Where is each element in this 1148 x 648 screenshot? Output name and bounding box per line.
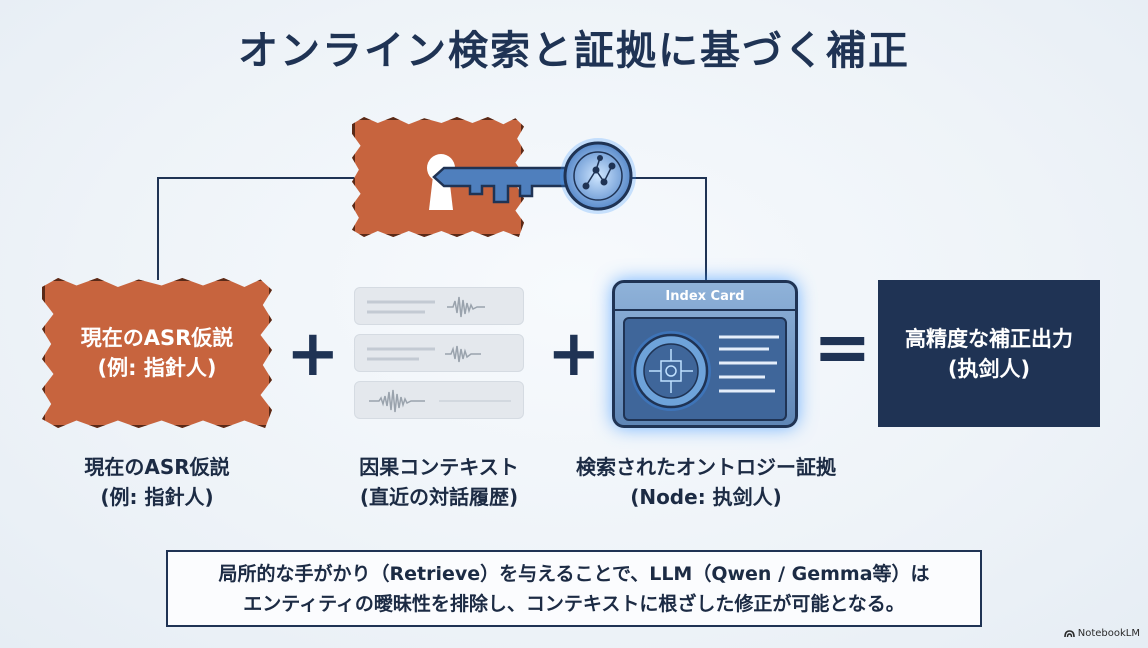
brand-label: NotebookLM xyxy=(1077,628,1140,639)
waveform-icon xyxy=(367,296,485,318)
caption-asr-line2: (例: 指針人) xyxy=(100,485,214,509)
key-icon xyxy=(432,138,636,214)
explanation-note: 局所的な手がかり（Retrieve）を与えることで、LLM（Qwen / Gem… xyxy=(166,550,982,627)
index-card: Index Card xyxy=(612,280,798,428)
caption-asr-line1: 現在のASR仮説 xyxy=(84,455,230,479)
waveform-icon xyxy=(367,345,481,363)
context-card-2 xyxy=(354,334,524,372)
index-card-header: Index Card xyxy=(615,283,795,311)
brand-watermark: NotebookLM xyxy=(1063,628,1140,639)
caption-context: 因果コンテキスト (直近の対話履歴) xyxy=(334,452,544,512)
asr-stamp-line1: 現在のASR仮説 xyxy=(80,326,234,350)
caption-ontology: 検索されたオントロジー証拠 (Node: 执剑人) xyxy=(556,452,856,512)
corrected-output-box: 高精度な補正出力 (执剑人) xyxy=(878,280,1100,427)
context-card-3 xyxy=(354,381,524,419)
notebooklm-logo-icon xyxy=(1063,630,1075,638)
asr-hypothesis-stamp: 現在のASR仮説 (例: 指針人) xyxy=(42,278,272,428)
network-circle-icon xyxy=(631,331,779,411)
index-card-body xyxy=(623,317,787,421)
caption-ontology-line1: 検索されたオントロジー証拠 xyxy=(576,455,836,479)
context-card-1 xyxy=(354,287,524,325)
note-line1: 局所的な手がかり（Retrieve）を与えることで、LLM（Qwen / Gem… xyxy=(218,562,930,585)
asr-stamp-line2: (例: 指針人) xyxy=(97,356,217,380)
waveform-icon xyxy=(369,389,511,413)
note-line2: エンティティの曖昧性を排除し、コンテキストに根ざした修正が可能となる。 xyxy=(243,592,905,615)
caption-asr: 現在のASR仮説 (例: 指針人) xyxy=(62,452,252,512)
caption-context-line2: (直近の対話履歴) xyxy=(359,485,519,509)
output-line1: 高精度な補正出力 xyxy=(905,326,1073,351)
page-title: オンライン検索と証拠に基づく補正 xyxy=(238,28,910,74)
plus-operator-1: + xyxy=(286,317,340,391)
caption-context-line1: 因果コンテキスト xyxy=(359,455,519,479)
plus-operator-2: + xyxy=(547,317,601,391)
equals-operator: = xyxy=(813,306,872,388)
output-line2: (执剑人) xyxy=(947,356,1031,381)
caption-ontology-line2: (Node: 执剑人) xyxy=(630,485,782,509)
graph-node-icon xyxy=(573,151,623,201)
